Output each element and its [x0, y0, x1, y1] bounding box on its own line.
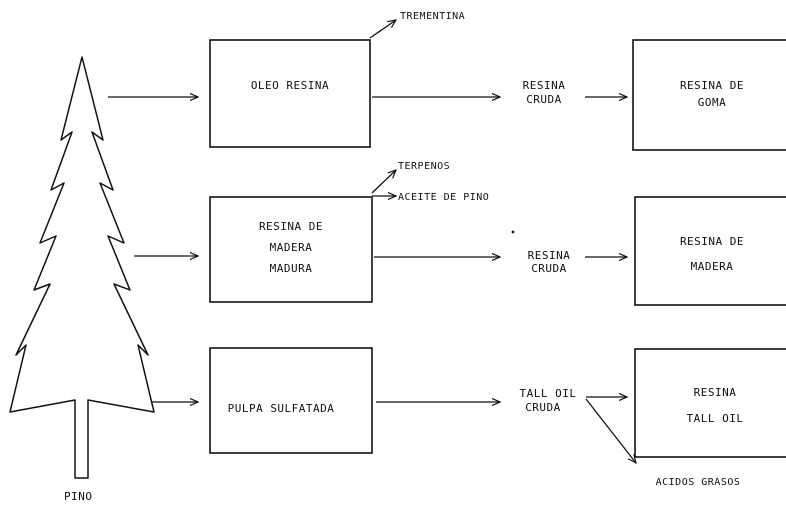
oleo-to-trementina-arrow: [370, 20, 396, 38]
box-resina-de-madera-line2: MADERA: [691, 260, 734, 273]
box-resina-tall-oil-line1: RESINA: [694, 386, 737, 399]
box-oleo-resina-label: OLEO RESINA: [251, 79, 329, 92]
aceite-de-pino-label: ACEITE DE PINO: [398, 192, 489, 203]
box-resina-de-goma-line2: GOMA: [698, 96, 727, 109]
box-oleo-resina: [210, 40, 370, 147]
row2-crude-label-line2: CRUDA: [531, 262, 567, 275]
box-pulpa-sulfatada-label: PULPA SULFATADA: [228, 402, 335, 415]
box-madera-line1: RESINA DE: [259, 220, 323, 233]
row3-crude-label-line2: CRUDA: [525, 401, 561, 414]
box-resina-de-madera: [635, 197, 786, 305]
row2-crude-label-line1: RESINA: [528, 249, 571, 262]
tree-label: PINO: [64, 490, 93, 503]
box-pulpa-sulfatada: [210, 348, 372, 453]
box-resina-de-goma: [633, 40, 786, 150]
crude-to-acidos-grasos-arrow: [586, 399, 636, 463]
row1-crude-label-line2: CRUDA: [526, 93, 562, 106]
box-madera-line3: MADURA: [270, 262, 313, 275]
box-madera-line2: MADERA: [270, 241, 313, 254]
row1-crude-label-line1: RESINA: [523, 79, 566, 92]
box-resina-tall-oil-line2: TALL OIL: [687, 412, 744, 425]
box-resina-de-madera-line1: RESINA DE: [680, 235, 744, 248]
box-resina-de-goma-line1: RESINA DE: [680, 79, 744, 92]
madera-to-terpenos-arrow: [372, 170, 396, 193]
trementina-label: TREMENTINA: [400, 11, 465, 22]
row3-crude-label-line1: TALL OIL: [520, 387, 577, 400]
terpenos-label: TERPENOS: [398, 161, 450, 172]
pine-tree-icon: [10, 57, 154, 478]
scan-dot: [512, 231, 515, 234]
acidos-grasos-label: ACIDOS GRASOS: [656, 477, 741, 488]
box-resina-tall-oil: [635, 349, 786, 457]
